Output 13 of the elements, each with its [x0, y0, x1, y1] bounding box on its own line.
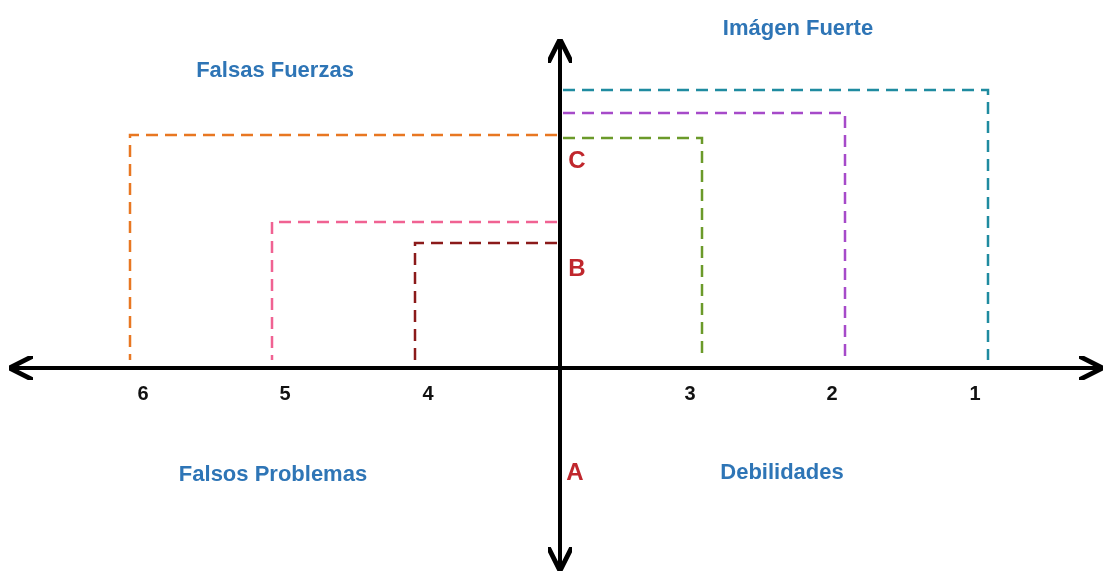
- quadrant-label: Falsos Problemas: [178, 461, 368, 487]
- axis-letter: A: [566, 458, 584, 486]
- quadrant-label: Imágen Fuerte: [722, 15, 874, 41]
- axis-number: 2: [826, 381, 838, 405]
- axis-number: 3: [684, 381, 696, 405]
- axis-number: 1: [969, 381, 981, 405]
- axis-number: 6: [137, 381, 149, 405]
- axis-number: 5: [279, 381, 291, 405]
- quadrant-label: Debilidades: [720, 459, 844, 485]
- axis-number: 4: [422, 381, 434, 405]
- axis-letter: B: [568, 254, 586, 282]
- quadrant-label: Falsas Fuerzas: [196, 57, 354, 83]
- axis-letter: C: [568, 146, 586, 174]
